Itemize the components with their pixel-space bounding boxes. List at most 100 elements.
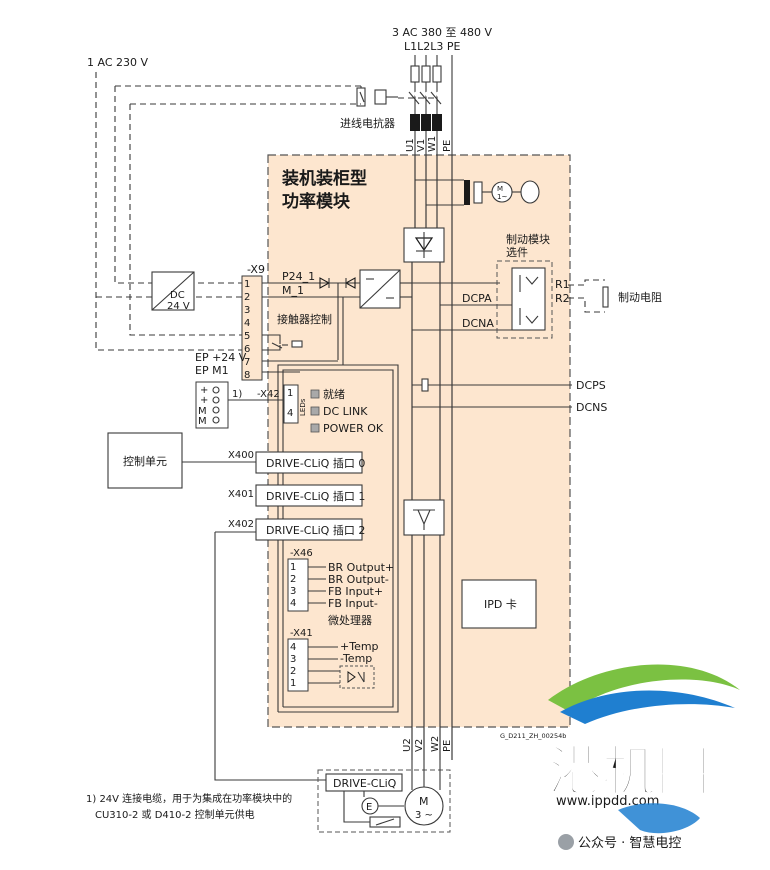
encoder-label: E bbox=[366, 802, 372, 813]
dcpa-label: DCPA bbox=[462, 292, 492, 305]
ipd-card bbox=[461, 579, 537, 629]
port-x400: X400 bbox=[228, 450, 254, 461]
supply-main-label: 3 AC 380 至 480 V bbox=[392, 26, 492, 39]
motor-wiring bbox=[343, 760, 441, 828]
x9-epm1: EP M1 bbox=[195, 364, 229, 377]
brake-module-label-1: 制动模块 bbox=[506, 233, 550, 246]
x41-connector bbox=[287, 638, 309, 692]
module-title-1: 装机装柜型 bbox=[281, 168, 367, 189]
x46-fb-input-plus: FB Input+ bbox=[328, 585, 383, 598]
x42-aux-pins: + + M M bbox=[198, 385, 220, 427]
ipd-card-label: IPD 卡 bbox=[484, 598, 517, 611]
diagram-code: G_D211_ZH_00254b bbox=[500, 732, 566, 740]
x9-connector bbox=[241, 275, 263, 381]
dcps-label: DCPS bbox=[576, 379, 606, 392]
brake-igbts bbox=[511, 267, 546, 331]
led-power-ok: POWER OK bbox=[323, 422, 384, 435]
svg-text:M: M bbox=[497, 185, 503, 193]
motor-drivecliq-label: DRIVE-CLiQ bbox=[333, 777, 397, 790]
x46-fb-input-minus: FB Input- bbox=[328, 597, 378, 610]
psu-line-1: DC bbox=[170, 290, 185, 301]
port-x402: X402 bbox=[228, 519, 254, 530]
svg-text:1: 1 bbox=[290, 562, 296, 573]
svg-text:4: 4 bbox=[287, 408, 293, 419]
footnote-line-2: CU310-2 或 D410-2 控制单元供电 bbox=[95, 808, 255, 821]
reactor-label: 进线电抗器 bbox=[340, 116, 395, 130]
svg-text:3: 3 bbox=[290, 654, 296, 665]
svg-text:2: 2 bbox=[290, 574, 296, 585]
fuses bbox=[410, 65, 442, 83]
svg-text:+: + bbox=[200, 385, 208, 396]
control-unit-box bbox=[107, 432, 183, 489]
psu-line-2: 24 V bbox=[167, 301, 190, 312]
aux-supply-label: 1 AC 230 V bbox=[87, 56, 148, 69]
terminal-u1: U1 bbox=[405, 138, 416, 152]
watermark-wechat: 公众号 · 智慧电控 bbox=[578, 835, 681, 851]
motor-outline bbox=[317, 769, 451, 833]
diodes bbox=[262, 277, 360, 365]
dcna-label: DCNA bbox=[462, 317, 494, 330]
inverter-block bbox=[403, 499, 445, 536]
x9-header: -X9 bbox=[247, 263, 265, 276]
watermark-logo: 港机圈 www.ippdd.com 公众号 · 智慧电控 bbox=[547, 664, 740, 851]
svg-text:4: 4 bbox=[290, 598, 296, 609]
x41-temp-plus: +Temp bbox=[340, 640, 379, 653]
fan-unit: M 1~ bbox=[415, 179, 540, 206]
terminal-v2: V2 bbox=[414, 739, 425, 752]
input-terminals: U1 V1 W1 PE bbox=[405, 136, 453, 152]
terminal-v1: V1 bbox=[416, 139, 427, 152]
drivecliq-port-1 bbox=[255, 484, 363, 507]
x46-pins: 1 2 3 4 bbox=[290, 562, 326, 609]
drivecliq-port-2-label: DRIVE-CLiQ 插口 2 bbox=[266, 523, 365, 537]
dc-link-lines bbox=[400, 282, 572, 408]
microprocessor-label: 微处理器 bbox=[328, 613, 372, 627]
motor-symbol bbox=[404, 786, 444, 826]
x42-note: 1) bbox=[232, 389, 242, 400]
x41-header: -X41 bbox=[290, 628, 313, 639]
led-ready: 就绪 bbox=[323, 387, 345, 401]
led-indicators bbox=[310, 389, 320, 433]
motor-phases-label: 3 ~ bbox=[415, 810, 433, 821]
drivecliq-port-1-label: DRIVE-CLiQ 插口 1 bbox=[266, 489, 365, 503]
x9-pins: 1 2 3 4 5 6 7 8 bbox=[244, 279, 250, 381]
terminal-w1: W1 bbox=[427, 136, 438, 152]
x9-ep24: EP +24 V bbox=[195, 351, 247, 364]
drivecliq-port-2 bbox=[255, 518, 363, 541]
r2-label: R2 bbox=[555, 292, 570, 305]
control-unit-label: 控制单元 bbox=[123, 454, 167, 468]
port-x401: X401 bbox=[228, 489, 254, 500]
drivecliq-port-0 bbox=[255, 451, 363, 474]
terminal-w2: W2 bbox=[430, 736, 441, 752]
brake-module-label-2: 选件 bbox=[506, 246, 528, 259]
x42-connector bbox=[283, 384, 299, 424]
svg-text:3: 3 bbox=[290, 586, 296, 597]
drivecliq-wiring bbox=[182, 461, 326, 781]
svg-text:1: 1 bbox=[244, 279, 250, 290]
encoder-symbol bbox=[361, 797, 379, 815]
svg-text:7: 7 bbox=[244, 357, 250, 368]
x46-br-output-plus: BR Output+ bbox=[328, 561, 394, 574]
svg-text:1~: 1~ bbox=[497, 193, 507, 201]
terminal-u2: U2 bbox=[402, 738, 413, 752]
x46-br-output-minus: BR Output- bbox=[328, 573, 389, 586]
drivecliq-port-0-label: DRIVE-CLiQ 插口 0 bbox=[266, 456, 365, 470]
terminal-pe-in: PE bbox=[442, 140, 453, 152]
svg-text:M: M bbox=[198, 406, 207, 417]
x42-aux-terminals bbox=[195, 381, 229, 429]
leds-caption: LEDs bbox=[299, 398, 307, 416]
watermark-brand: 港机圈 bbox=[548, 740, 710, 803]
aux-relay bbox=[356, 87, 398, 107]
dcdc-converter bbox=[359, 269, 401, 309]
svg-text:5: 5 bbox=[244, 331, 250, 342]
svg-text:4: 4 bbox=[244, 318, 250, 329]
optocoupler bbox=[339, 665, 375, 689]
svg-text:M: M bbox=[198, 416, 207, 427]
x46-header: -X46 bbox=[290, 548, 313, 559]
svg-text:4: 4 bbox=[290, 642, 296, 653]
svg-text:6: 6 bbox=[244, 344, 250, 355]
brake-resistor bbox=[568, 279, 609, 313]
terminal-pe-out: PE bbox=[442, 740, 453, 752]
led-dc-link: DC LINK bbox=[323, 405, 368, 418]
dcns-label: DCNS bbox=[576, 401, 607, 414]
